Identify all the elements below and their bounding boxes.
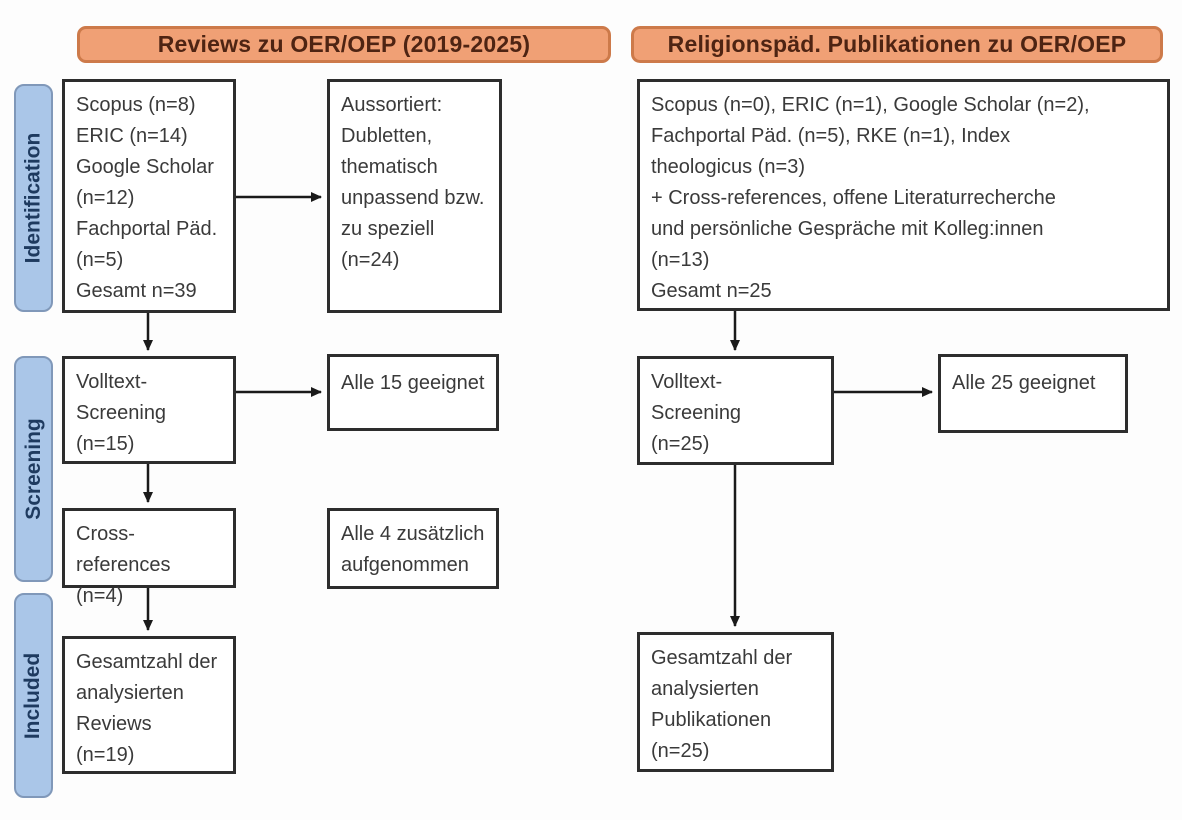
stage-tab-screening-label: Screening (21, 418, 45, 520)
column-header-religionspaed: Religionspäd. Publikationen zu OER/OEP (631, 26, 1163, 63)
left-included-total-box: Gesamtzahl der analysierten Reviews (n=1… (62, 636, 236, 774)
left-crossreferences-box: Cross-references (n=4) (62, 508, 236, 607)
stage-tab-screening: Screening (14, 356, 53, 582)
right-fulltext-screening-box: Volltext- Screening (n=25) (637, 356, 834, 465)
stage-tab-identification-label: Identification (21, 132, 45, 264)
stage-tab-identification: Identification (14, 84, 53, 312)
column-header-reviews: Reviews zu OER/OEP (2019-2025) (77, 26, 611, 63)
stage-tab-included: Included (14, 593, 53, 798)
right-eligible-box: Alle 25 geeignet (938, 354, 1128, 433)
left-sources-box: Scopus (n=8) ERIC (n=14) Google Scholar … (62, 79, 236, 313)
right-sources-box: Scopus (n=0), ERIC (n=1), Google Scholar… (637, 79, 1170, 311)
left-fulltext-screening-box: Volltext- Screening (n=15) (62, 356, 236, 464)
left-excluded-box: Aussortiert: Dubletten, thematisch unpas… (327, 79, 502, 313)
left-added-box: Alle 4 zusätzlich aufgenommen (327, 508, 499, 589)
left-eligible-box: Alle 15 geeignet (327, 354, 499, 431)
right-included-total-box: Gesamtzahl der analysierten Publikatione… (637, 632, 834, 772)
stage-tab-included-label: Included (21, 652, 45, 739)
